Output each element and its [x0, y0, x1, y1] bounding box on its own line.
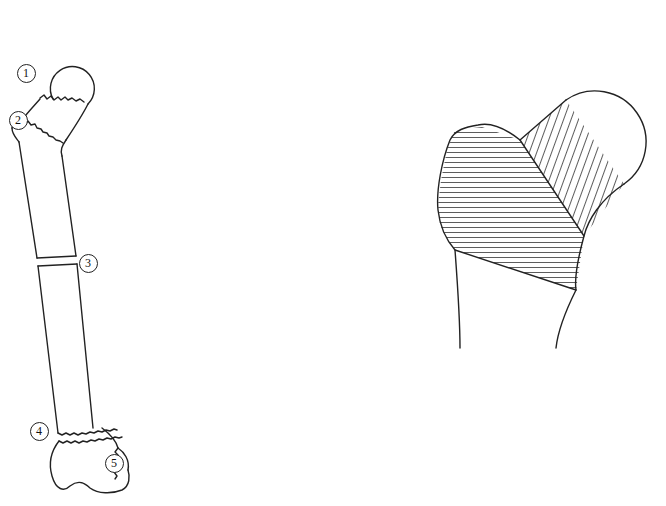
femoral-head [566, 91, 646, 184]
callout-text: 4 [36, 425, 42, 437]
femoral-shaft [62, 156, 76, 256]
femoral-neck [66, 104, 88, 140]
fracture-line [58, 429, 117, 435]
region-boundary [455, 250, 576, 290]
femoral-condyles [50, 441, 129, 493]
fracture-line [40, 95, 84, 102]
callout-number: 4 [30, 422, 49, 441]
callout-number: 3 [79, 254, 98, 273]
fracture-line [37, 256, 76, 258]
callout-text: 1 [23, 67, 29, 79]
callout-text: 2 [15, 114, 21, 126]
femoral-shaft [38, 266, 58, 433]
lesser-trochanter [61, 140, 66, 156]
greater-trochanter [12, 128, 19, 142]
callout-text: 5 [111, 457, 117, 469]
callout-number: 5 [105, 454, 124, 473]
fracture-line [38, 264, 77, 266]
callout-number: 2 [9, 111, 28, 130]
femoral-shaft [19, 142, 37, 258]
region-boundary [520, 140, 584, 236]
femoral-condyles [102, 428, 118, 448]
femur-outline [438, 100, 566, 348]
femoral-shaft [77, 264, 93, 428]
callout-text: 3 [85, 257, 91, 269]
fracture-line [22, 120, 63, 143]
neck-region [520, 100, 624, 236]
callout-number: 1 [17, 64, 36, 83]
